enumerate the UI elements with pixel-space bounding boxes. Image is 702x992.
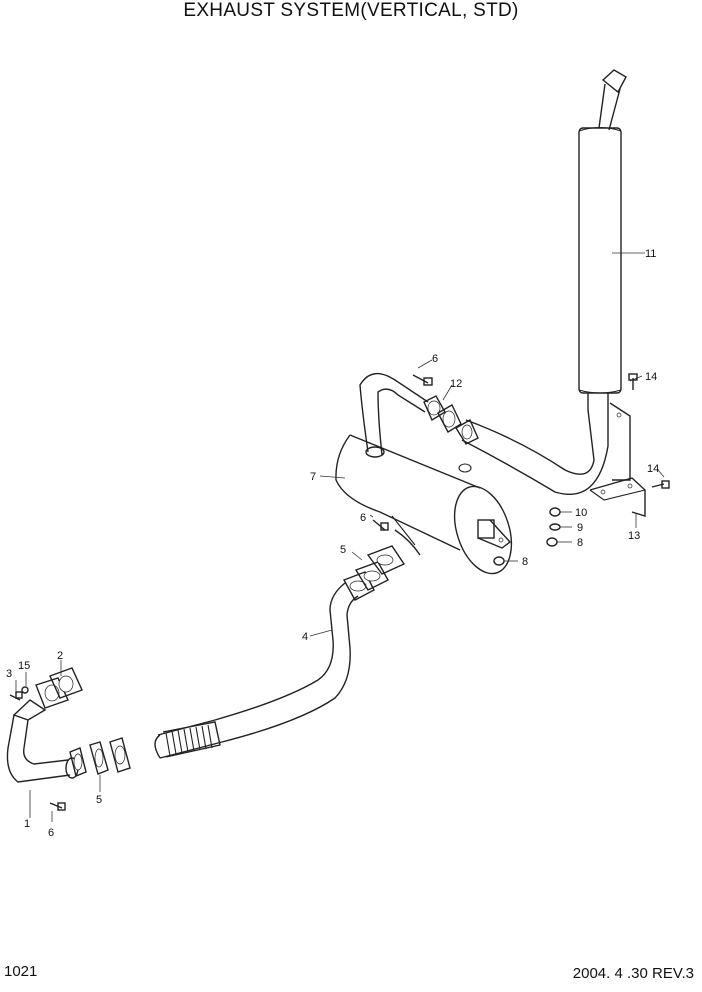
callout-1: 1 bbox=[24, 818, 30, 830]
elbow-pipe bbox=[6, 699, 79, 783]
callout-8-right: 8 bbox=[577, 537, 583, 549]
callout-6-mid: 6 bbox=[360, 512, 366, 524]
callout-5-lower: 5 bbox=[96, 794, 102, 806]
revision-date: 2004. 4 .30 REV.3 bbox=[572, 965, 694, 982]
callout-2: 2 bbox=[57, 650, 63, 662]
leader-lines bbox=[15, 252, 665, 822]
callout-6-bottom: 6 bbox=[48, 827, 54, 839]
callout-7: 7 bbox=[310, 471, 316, 483]
callout-4: 4 bbox=[302, 631, 308, 643]
callout-10: 10 bbox=[575, 507, 587, 519]
bracket bbox=[589, 402, 646, 517]
muffler bbox=[335, 372, 513, 575]
diagram-title: EXHAUST SYSTEM(VERTICAL, STD) bbox=[183, 0, 519, 21]
callout-13: 13 bbox=[628, 530, 640, 542]
elbow-flanges bbox=[35, 667, 131, 777]
front-pipe bbox=[154, 582, 359, 759]
outlet-flanges bbox=[423, 395, 479, 445]
connecting-pipe bbox=[461, 409, 609, 496]
callout-6-top: 6 bbox=[432, 353, 438, 365]
callout-15: 15 bbox=[18, 660, 30, 672]
callout-9: 9 bbox=[577, 522, 583, 534]
callouts: 11 14 6 12 7 6 5 4 10 9 8 8 13 14 2 3 15… bbox=[6, 248, 659, 839]
page-number: 1021 bbox=[4, 963, 38, 980]
fasteners bbox=[9, 373, 670, 811]
callout-11: 11 bbox=[645, 248, 656, 260]
callout-8-left: 8 bbox=[522, 556, 528, 568]
callout-5-upper: 5 bbox=[340, 544, 346, 556]
callout-14-upper: 14 bbox=[645, 371, 657, 383]
callout-12: 12 bbox=[450, 378, 462, 390]
front-pipe-top-flanges bbox=[342, 545, 406, 601]
tail-pipe-perforated bbox=[578, 69, 627, 446]
callout-14-lower: 14 bbox=[647, 463, 659, 475]
callout-3: 3 bbox=[6, 668, 12, 680]
flex-bellows bbox=[154, 721, 221, 759]
